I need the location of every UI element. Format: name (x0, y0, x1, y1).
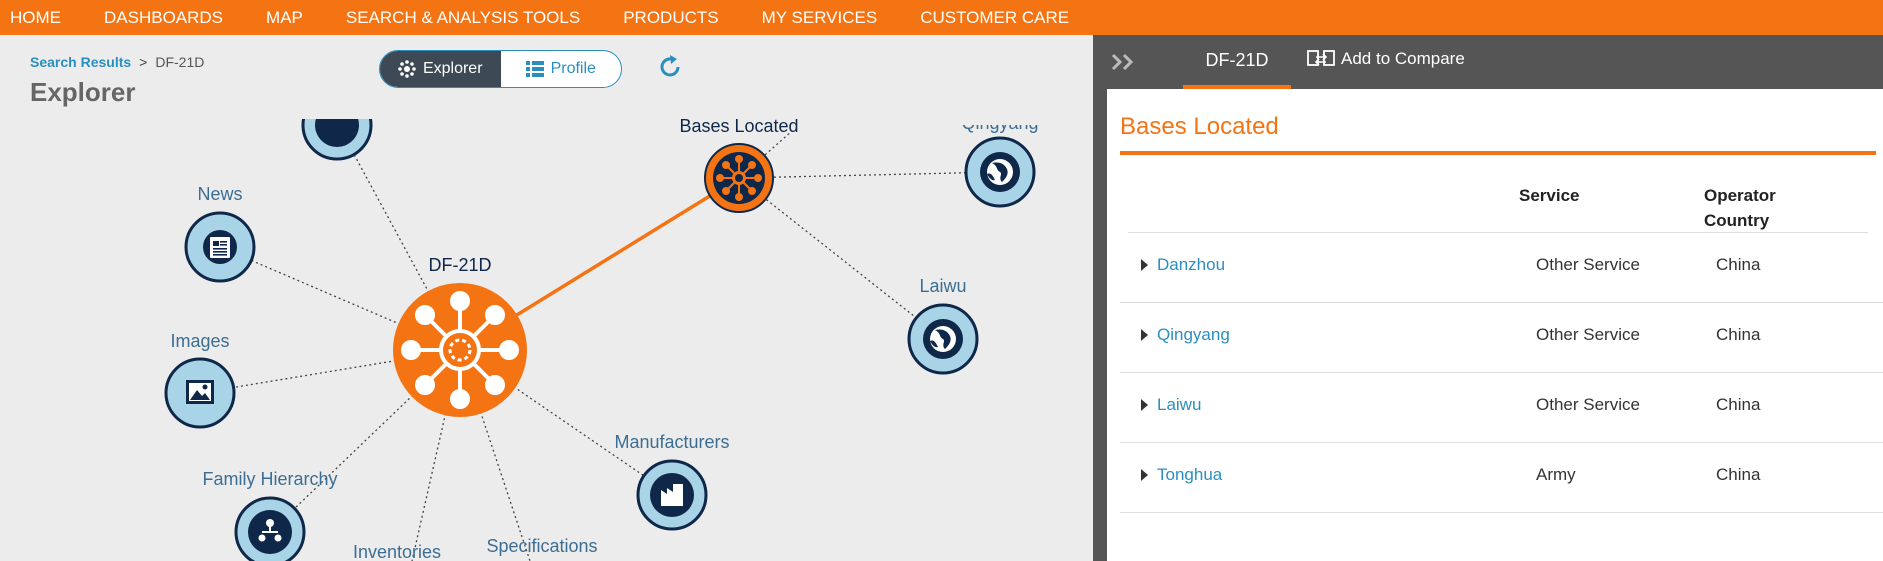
graph-label-family-hierarchy[interactable]: Family Hierarchy (202, 469, 337, 489)
base-service: Army (1536, 465, 1576, 484)
graph-label-specifications[interactable]: Specifications (486, 536, 597, 556)
breadcrumb-separator: > (139, 54, 148, 70)
graph-label-inventories[interactable]: Inventories (353, 542, 441, 561)
column-header-operator-line1: Operator (1704, 186, 1776, 205)
globe-icon (930, 326, 956, 352)
graph-node-bases-located[interactable] (704, 143, 774, 213)
graph-node-center[interactable] (393, 283, 527, 417)
profile-view-label: Profile (550, 60, 596, 77)
table-row[interactable]: Laiwu Other Service China (1120, 373, 1883, 443)
breadcrumb-search-results[interactable]: Search Results (30, 54, 132, 70)
collapse-panel-icon[interactable] (1110, 50, 1138, 74)
news-icon (210, 237, 230, 258)
expand-caret-icon[interactable] (1141, 329, 1148, 341)
column-header-operator-line2: Country (1704, 211, 1770, 230)
table-row[interactable]: Tonghua Army China (1120, 443, 1883, 513)
nav-map[interactable]: MAP (266, 7, 303, 27)
view-toggle: Explorer Profile (379, 50, 622, 88)
factory-icon (661, 484, 683, 506)
expand-caret-icon[interactable] (1141, 259, 1148, 271)
base-service: Other Service (1536, 395, 1640, 414)
detail-content: Bases Located Service Operator Country D… (1107, 89, 1883, 561)
base-service: Other Service (1536, 325, 1640, 344)
base-country: China (1716, 325, 1761, 344)
base-service: Other Service (1536, 255, 1640, 274)
explorer-pane: News Images Family Hierarchy (0, 35, 1093, 561)
nav-home[interactable]: HOME (10, 7, 61, 27)
base-name-link[interactable]: Danzhou (1157, 255, 1226, 274)
graph-node-qingyang[interactable] (964, 136, 1036, 208)
breadcrumb: Search Results > DF-21D (30, 54, 204, 70)
nav-my-services[interactable]: MY SERVICES (761, 7, 878, 27)
expand-caret-icon[interactable] (1141, 399, 1148, 411)
missile-hub-icon (401, 291, 519, 409)
graph-node-images[interactable] (164, 357, 236, 429)
base-country: China (1716, 395, 1761, 414)
explorer-icon (398, 60, 416, 78)
column-header-operator-country: Operator Country (1704, 183, 1776, 233)
base-country: China (1716, 465, 1761, 484)
section-divider (1120, 151, 1876, 155)
add-to-compare-label: Add to Compare (1341, 49, 1465, 68)
graph-node-manufacturers[interactable] (636, 459, 708, 531)
top-nav: HOME DASHBOARDS MAP SEARCH & ANALYSIS TO… (0, 0, 1883, 35)
profile-view-button[interactable]: Profile (501, 51, 622, 87)
base-country: China (1716, 255, 1761, 274)
list-icon (525, 61, 544, 77)
graph-label-qingyang[interactable]: Qingyang (961, 113, 1038, 133)
graph-label-laiwu[interactable]: Laiwu (919, 276, 966, 296)
detail-panel-header: DF-21D Add to Compare (1093, 35, 1883, 89)
globe-icon (987, 159, 1013, 185)
base-name-link[interactable]: Laiwu (1157, 395, 1202, 414)
graph-node-laiwu[interactable] (907, 303, 979, 375)
graph-node-news[interactable] (184, 211, 256, 283)
nav-customer-care[interactable]: CUSTOMER CARE (920, 7, 1070, 27)
graph-node-family-hierarchy[interactable] (234, 496, 306, 561)
hierarchy-icon (258, 519, 282, 542)
base-name-link[interactable]: Tonghua (1157, 465, 1223, 484)
table-header-divider (1128, 232, 1868, 233)
page-title: Explorer (30, 77, 136, 107)
add-to-compare-button[interactable]: Add to Compare (1307, 49, 1465, 69)
nav-search-analysis-tools[interactable]: SEARCH & ANALYSIS TOOLS (345, 7, 581, 27)
graph-label-manufacturers[interactable]: Manufacturers (614, 432, 729, 452)
section-title: Bases Located (1120, 113, 1279, 140)
table-row[interactable]: Qingyang Other Service China (1120, 303, 1883, 373)
relationship-graph: News Images Family Hierarchy (164, 89, 1039, 561)
refresh-icon[interactable] (656, 53, 684, 81)
breadcrumb-current: DF-21D (155, 54, 205, 70)
explorer-view-button[interactable]: Explorer (380, 51, 501, 87)
graph-label-news[interactable]: News (197, 184, 242, 204)
graph-label-center[interactable]: DF-21D (428, 255, 491, 275)
column-header-service: Service (1519, 186, 1580, 205)
explorer-view-label: Explorer (422, 60, 483, 77)
expand-caret-icon[interactable] (1141, 469, 1148, 481)
compare-icon (1307, 50, 1335, 66)
graph-label-bases-located[interactable]: Bases Located (679, 116, 798, 136)
graph-label-images[interactable]: Images (170, 331, 229, 351)
tab-df-21d[interactable]: DF-21D (1183, 35, 1291, 89)
nav-dashboards[interactable]: DASHBOARDS (104, 7, 224, 27)
table-row[interactable]: Danzhou Other Service China (1120, 233, 1883, 303)
base-name-link[interactable]: Qingyang (1157, 325, 1230, 344)
nav-products[interactable]: PRODUCTS (623, 7, 719, 27)
detail-panel: DF-21D Add to Compare Bases Located Serv… (1093, 35, 1883, 561)
image-icon (186, 380, 214, 404)
